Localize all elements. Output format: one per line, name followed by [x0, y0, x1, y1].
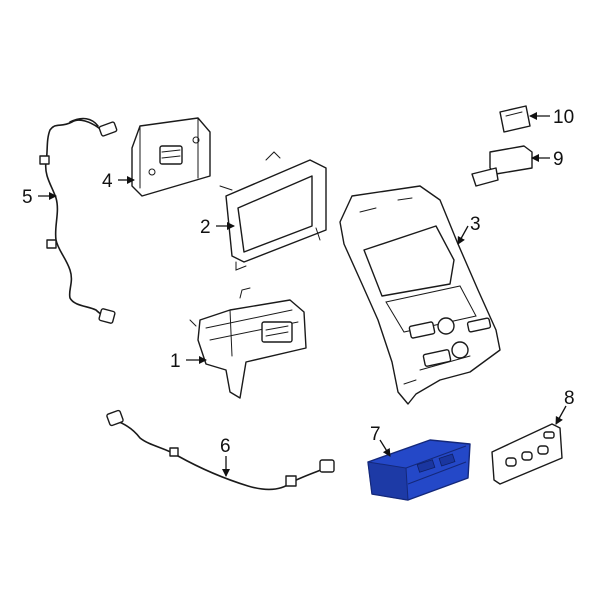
callout-4: 4 [102, 171, 113, 192]
part-9-key[interactable] [471, 145, 533, 187]
part-7-control-unit[interactable] [367, 439, 471, 501]
part-4-module[interactable] [131, 117, 211, 197]
part-5-wire-harness[interactable] [39, 117, 118, 324]
part-2-display[interactable] [219, 151, 327, 271]
callout-1: 1 [170, 351, 181, 372]
callout-3: 3 [470, 214, 481, 235]
leaders [38, 112, 567, 477]
callout-9: 9 [553, 149, 564, 170]
part-1-chassis[interactable] [189, 287, 307, 399]
callout-2: 2 [200, 217, 211, 238]
callout-7: 7 [370, 424, 381, 445]
part-10-tag[interactable] [499, 105, 531, 133]
callout-8: 8 [564, 388, 575, 409]
callout-10: 10 [553, 107, 574, 128]
callout-5: 5 [22, 187, 33, 208]
part-6-cable[interactable] [106, 409, 335, 491]
part-8-switch-panel[interactable] [491, 423, 563, 485]
part-3-bezel[interactable] [339, 185, 501, 405]
callout-6: 6 [220, 436, 231, 457]
